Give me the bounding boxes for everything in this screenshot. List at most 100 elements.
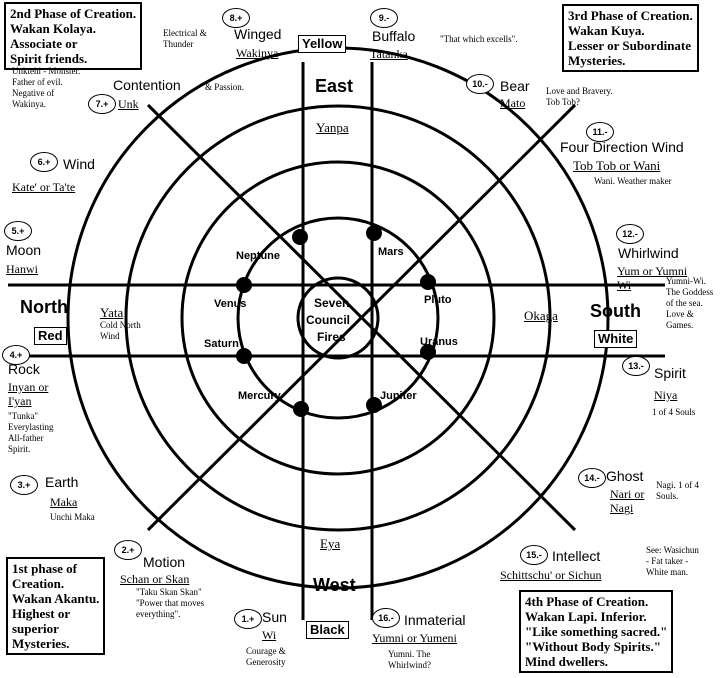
ring-3 <box>180 160 496 476</box>
number-3: 3.+ <box>10 475 38 495</box>
planet-mercury: Mercury <box>238 390 281 402</box>
entity-motion-lakota: Schan or Skan <box>120 572 190 586</box>
ring-2 <box>124 104 552 532</box>
phase-box-second: 2nd Phase of Creation. Wakan Kolaya. Ass… <box>4 2 143 70</box>
entity-inmaterial: Inmaterial <box>404 612 466 628</box>
entity-contention-note: & Passion. <box>205 82 245 92</box>
phase-box-third: 3rd Phase of Creation. Wakan Kuya. Lesse… <box>562 4 699 72</box>
entity-four-direction-wind: Four Direction Wind <box>560 139 684 155</box>
planet-dot-pluto <box>420 274 436 290</box>
north-note: Cold North Wind <box>100 320 141 341</box>
entity-moon: Moon <box>6 242 42 258</box>
number-8: 8.+ <box>222 8 250 28</box>
direction-north: North <box>20 297 68 317</box>
entity-ghost: Ghost <box>606 468 644 484</box>
center-circle <box>296 276 380 360</box>
entity-spirit-note: 1 of 4 Souls <box>652 407 696 417</box>
number-1: 1.+ <box>234 609 262 629</box>
direction-east: East <box>315 76 354 96</box>
planet-mars: Mars <box>378 246 404 258</box>
entity-moon-lakota: Hanwi <box>6 262 38 276</box>
color-black: Black <box>306 621 349 639</box>
entity-inmaterial-lakota: Yumni or Yumeni <box>372 631 457 645</box>
phase-box-first: 1st phase of Creation. Wakan Akantu. Hig… <box>6 557 106 655</box>
entity-whirlwind: Whirlwind <box>618 245 679 261</box>
entity-contention-note2: Unktehi - Monster. Father of evil. Negat… <box>12 66 81 109</box>
entity-buffalo-lakota: Tatanka <box>370 47 408 61</box>
planet-neptune: Neptune <box>236 250 280 262</box>
center-line-1: Seven <box>314 296 350 310</box>
entity-inmaterial-note: Yumni. The Whirlwind? <box>388 649 431 670</box>
entity-buffalo: Buffalo <box>372 28 416 44</box>
entity-rock: Rock <box>8 361 40 377</box>
number-9: 9.- <box>370 8 398 28</box>
entity-whirlwind-note: Yumni-Wi. The Goddess of the sea. Love &… <box>666 276 714 330</box>
ring-4 <box>236 216 440 420</box>
entity-motion: Motion <box>143 554 186 570</box>
entity-winged: Winged <box>234 26 282 42</box>
entity-bear-lakota: Mato <box>500 96 526 110</box>
entity-four-direction-wind-note: Wani. Weather maker <box>594 176 672 186</box>
planet-dot-saturn <box>236 348 252 364</box>
north-word: Yata <box>100 305 124 320</box>
planet-venus: Venus <box>214 298 247 310</box>
planet-dot-mars <box>366 225 382 241</box>
entity-wind: Wind <box>63 156 95 172</box>
entity-ghost-note: Nagi. 1 of 4 Souls. <box>656 480 699 501</box>
entity-rock-note: "Tunka" Everylasting All-father Spirit. <box>8 411 54 454</box>
entity-earth: Earth <box>45 474 79 490</box>
color-red: Red <box>34 327 67 345</box>
phase-box-fourth: 4th Phase of Creation. Wakan Lapi. Infer… <box>519 590 674 673</box>
entity-buffalo-note: "That which excells". <box>440 34 518 44</box>
number-13: 13.- <box>622 356 650 376</box>
number-11: 11.- <box>586 122 614 142</box>
entity-spirit-lakota: Niya <box>654 388 678 402</box>
entity-rock-lakota: Inyan or I'yan <box>8 380 49 408</box>
entity-winged-note: Electrical & Thunder <box>163 28 207 49</box>
direction-west: West <box>313 575 356 595</box>
entity-sun-note: Courage & Generosity <box>246 646 286 667</box>
entity-wind-lakota: Kate' or Ta'te <box>12 180 76 194</box>
color-yellow: Yellow <box>298 35 347 53</box>
planet-dot-mercury <box>293 401 309 417</box>
number-2: 2.+ <box>114 540 142 560</box>
center-line-2: Council <box>306 313 350 327</box>
number-16: 16.- <box>372 608 400 628</box>
entity-sun: Sun <box>262 609 287 625</box>
planet-dot-venus <box>236 277 252 293</box>
number-12: 12.- <box>616 224 644 244</box>
entity-sun-lakota: Wi <box>262 628 277 642</box>
planet-pluto: Pluto <box>424 294 452 306</box>
entity-intellect: Intellect <box>552 548 601 564</box>
number-7: 7.+ <box>88 94 116 114</box>
planet-dot-jupiter <box>366 397 382 413</box>
east-word: Yanpa <box>316 120 349 135</box>
south-word: Okaga <box>524 308 558 323</box>
planet-dot-neptune <box>292 229 308 245</box>
entity-intellect-note: See: Wasichun - Fat taker - White man. <box>646 545 699 577</box>
entity-motion-note: "Taku Skan Skan" "Power that moves every… <box>136 587 205 619</box>
diagonal-line-b <box>146 103 577 532</box>
number-15: 15.- <box>520 545 548 565</box>
number-5: 5.+ <box>4 221 32 241</box>
planet-dot-uranus <box>420 344 436 360</box>
entity-contention: Contention <box>113 77 181 93</box>
planet-jupiter: Jupiter <box>380 390 417 402</box>
entity-whirlwind-lakota: Yum or Yumni Wi <box>617 264 688 292</box>
planet-uranus: Uranus <box>420 336 458 348</box>
number-14: 14.- <box>578 468 606 488</box>
center-line-3: Fires <box>317 330 346 344</box>
number-10: 10.- <box>466 74 494 94</box>
entity-bear: Bear <box>500 78 530 94</box>
number-6: 6.+ <box>30 152 58 172</box>
entity-spirit: Spirit <box>654 365 686 381</box>
west-word: Eya <box>320 536 341 551</box>
entity-intellect-lakota: Schittschu' or Sichun <box>500 568 602 582</box>
direction-south: South <box>590 301 641 321</box>
color-white: White <box>594 330 638 348</box>
entity-winged-lakota: Wakinya <box>236 46 279 60</box>
entity-four-direction-wind-lakota: Tob Tob or Wani <box>573 158 661 173</box>
entity-earth-note: Unchi Maka <box>50 512 95 522</box>
